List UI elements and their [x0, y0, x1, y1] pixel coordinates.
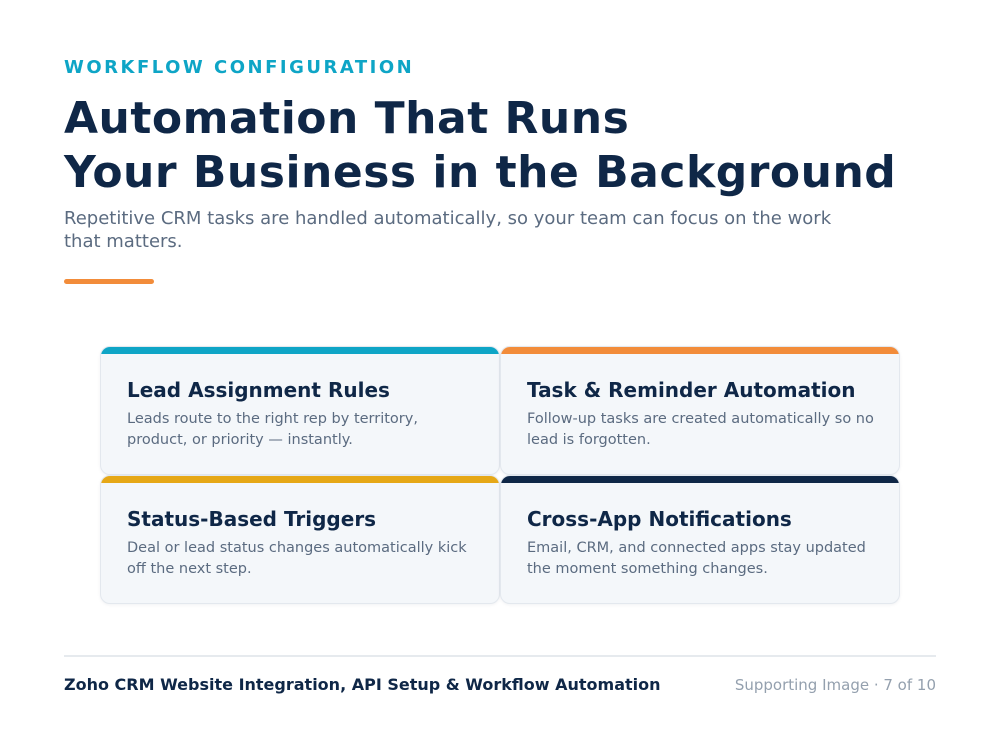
footer-divider [64, 655, 936, 657]
footer-page-indicator: Supporting Image · 7 of 10 [734, 676, 936, 694]
card-description: Follow-up tasks are created automaticall… [527, 411, 874, 448]
feature-card-grid: Lead Assignment Rules Leads route to the… [100, 346, 900, 604]
card-accent-bar [101, 347, 499, 354]
card-title: Status-Based Triggers [127, 507, 377, 531]
card-title: Task & Reminder Automation [527, 378, 856, 402]
card-accent-bar [501, 476, 899, 483]
eyebrow-label: WORKFLOW CONFIGURATION [64, 57, 415, 78]
card-accent-bar [501, 347, 899, 354]
footer-title: Zoho CRM Website Integration, API Setup … [64, 675, 661, 694]
feature-card-cross-app-notifications: Cross-App Notifications Email, CRM, and … [500, 475, 900, 604]
page-title: Automation That Runs Your Business in th… [64, 92, 896, 200]
accent-divider [64, 279, 154, 284]
feature-card-lead-assignment: Lead Assignment Rules Leads route to the… [100, 346, 500, 475]
card-title: Cross-App Notifications [527, 507, 792, 531]
card-description: Leads route to the right rep by territor… [127, 411, 418, 448]
feature-card-task-reminder: Task & Reminder Automation Follow-up tas… [500, 346, 900, 475]
card-description: Deal or lead status changes automaticall… [127, 540, 467, 577]
card-accent-bar [101, 476, 499, 483]
page-title-line-1: Automation That Runs [64, 93, 630, 144]
card-title: Lead Assignment Rules [127, 378, 390, 402]
page-subtitle: Repetitive CRM tasks are handled automat… [64, 208, 832, 252]
card-description: Email, CRM, and connected apps stay upda… [527, 540, 866, 577]
feature-card-status-triggers: Status-Based Triggers Deal or lead statu… [100, 475, 500, 604]
page-title-line-2: Your Business in the Background [64, 147, 897, 198]
